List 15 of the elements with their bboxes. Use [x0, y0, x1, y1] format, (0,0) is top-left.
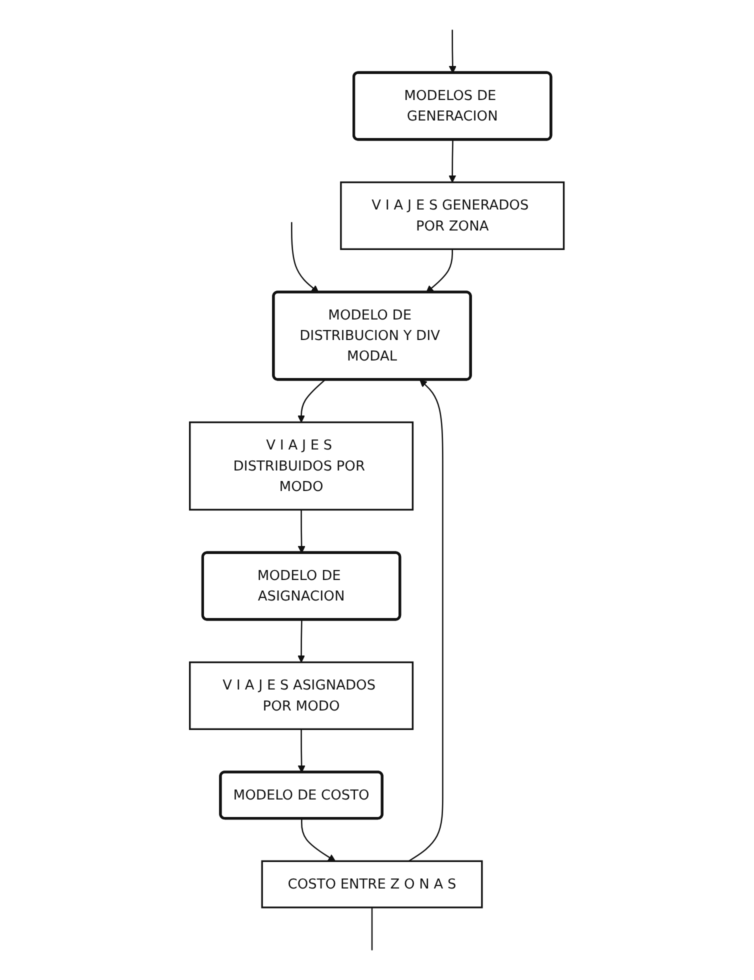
arrow: [301, 818, 336, 862]
node-box: V I A J E S ASIGNADOS POR MODO: [189, 661, 414, 730]
arrow: [298, 620, 306, 663]
arrow: [426, 249, 454, 293]
arrow: [298, 729, 306, 773]
arrow: [298, 379, 326, 423]
arrow: [298, 510, 306, 554]
arrow: [291, 222, 320, 293]
arrow: [448, 140, 456, 183]
connector: [372, 907, 373, 950]
node-box: COSTO ENTRE Z O N A S: [261, 860, 483, 908]
arrow: [408, 380, 444, 862]
node-box: V I A J E S DISTRIBUIDOS POR MODO: [189, 421, 414, 511]
node-box: V I A J E S GENERADOS POR ZONA: [340, 181, 565, 250]
arrow: [449, 30, 457, 74]
